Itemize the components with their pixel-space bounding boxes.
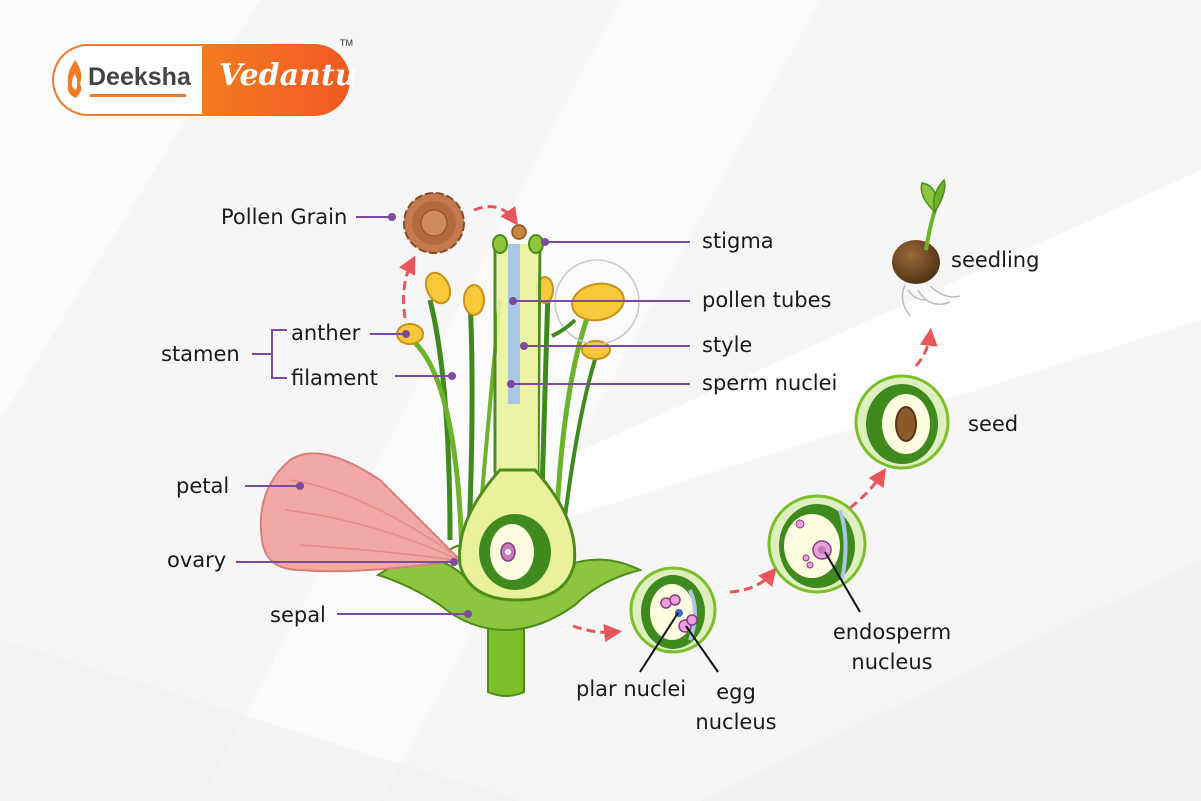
arrow-to-seed — [849, 468, 886, 510]
lifecycle-arrows — [399, 205, 938, 643]
label-style: style — [702, 333, 753, 357]
label-egg-line2: nucleus — [695, 710, 777, 734]
label-sperm-nuclei: sperm nuclei — [702, 371, 838, 395]
brand-logo: Deeksha Vedantu TM — [52, 38, 357, 116]
label-stigma: stigma — [702, 229, 774, 253]
label-egg-nucleus: egg nucleus — [686, 677, 786, 737]
leader-lines — [236, 216, 690, 615]
label-pollen-tubes: pollen tubes — [702, 288, 832, 312]
arrow-to-fertilization — [572, 624, 623, 643]
pointer-lines — [639, 551, 861, 673]
label-filament: filament — [291, 366, 378, 390]
label-ovary: ovary — [167, 548, 227, 572]
label-endosperm-line1: endosperm — [832, 620, 952, 644]
logo-vedantu-text: Vedantu — [219, 58, 357, 93]
seed-stage — [854, 374, 950, 470]
label-egg-line1: egg — [716, 680, 756, 704]
label-petal: petal — [176, 474, 230, 498]
seedling-shape — [892, 178, 961, 317]
flame-icon — [67, 60, 82, 98]
stigma-shape — [492, 234, 508, 254]
label-stamen: stamen — [161, 342, 240, 366]
fertilization-stage — [629, 566, 717, 654]
label-plar-nuclei: plar nuclei — [576, 677, 687, 701]
label-endosperm-nucleus: endosperm nucleus — [822, 617, 962, 677]
arrow-anther-to-pollen — [399, 255, 416, 319]
trademark-mark: TM — [340, 38, 353, 48]
label-sepal: sepal — [270, 603, 326, 627]
label-endosperm-line2: nucleus — [851, 650, 933, 674]
label-seedling: seedling — [951, 248, 1040, 272]
label-anther: anther — [291, 321, 361, 345]
endosperm-stage — [767, 494, 867, 594]
logo-deeksha-text: Deeksha — [88, 63, 191, 91]
arrow-to-seedling — [914, 327, 938, 367]
arrow-to-endosperm — [729, 567, 777, 594]
arrow-pollen-to-stigma — [473, 205, 519, 226]
label-seed: seed — [968, 412, 1019, 436]
flower — [259, 224, 643, 697]
pollen-grain-shape — [403, 192, 465, 254]
label-pollen-grain: Pollen Grain — [221, 205, 348, 229]
petal-shape — [259, 452, 463, 573]
leader-dots — [296, 213, 549, 618]
logo-underline — [90, 94, 186, 97]
logo-right-panel — [202, 44, 350, 116]
